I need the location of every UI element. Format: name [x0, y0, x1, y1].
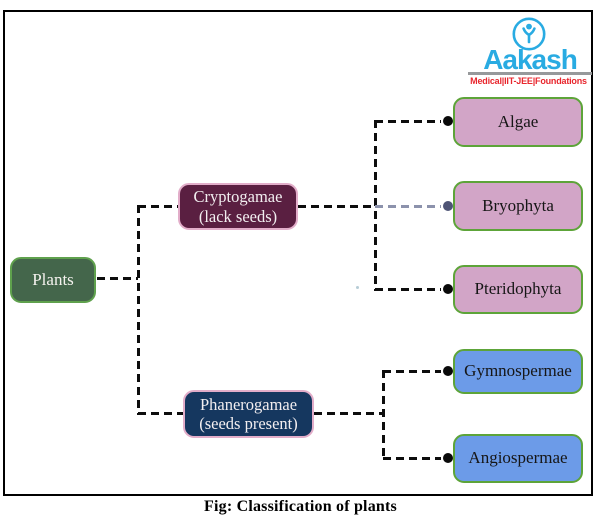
node-plants: Plants: [10, 257, 96, 303]
logo-tagline: Medical|IIT-JEE|Foundations: [470, 76, 587, 86]
connector-to-angiospermae: [383, 457, 441, 460]
node-gymnospermae-label: Gymnospermae: [464, 361, 572, 381]
aakash-person-in-circle-icon: [512, 17, 546, 51]
aakash-logo-wordmark: Aakash: [483, 44, 578, 75]
node-angiospermae: Angiospermae: [453, 434, 583, 483]
bullet-algae: [443, 116, 453, 126]
connector-to-cryptogamae: [138, 205, 178, 208]
node-phanerogamae-sublabel: (seeds present): [199, 414, 298, 433]
node-algae: Algae: [453, 97, 583, 147]
connector-to-bryophyta: [375, 205, 441, 208]
node-phanerogamae: Phanerogamae (seeds present): [183, 390, 314, 438]
logo-underline: [468, 72, 592, 75]
connector-plants-out: [97, 277, 138, 280]
connector-to-phanerogamae: [138, 412, 183, 415]
node-bryophyta: Bryophyta: [453, 181, 583, 231]
stray-mark: [356, 286, 359, 289]
bullet-angiospermae: [443, 453, 453, 463]
connector-cryptogamae-out: [298, 205, 375, 208]
connector-trunk-phanerogamae: [382, 370, 385, 460]
connector-to-gymnospermae: [383, 370, 441, 373]
node-phanerogamae-label: Phanerogamae: [199, 394, 298, 414]
bullet-bryophyta: [443, 201, 453, 211]
node-gymnospermae: Gymnospermae: [453, 349, 583, 394]
figure-caption: Fig: Classification of plants: [204, 498, 397, 515]
node-pteridophyta-label: Pteridophyta: [474, 279, 562, 299]
node-angiospermae-label: Angiospermae: [468, 448, 568, 468]
connector-phanerogamae-out: [314, 412, 383, 415]
node-cryptogamae-sublabel: (lack seeds): [198, 206, 278, 226]
node-plants-label: Plants: [32, 269, 74, 289]
connector-to-algae: [375, 120, 441, 123]
node-bryophyta-label: Bryophyta: [482, 195, 554, 215]
bullet-gymnospermae: [443, 366, 453, 376]
node-algae-label: Algae: [497, 111, 539, 131]
connector-to-pteridophyta: [375, 288, 441, 291]
node-pteridophyta: Pteridophyta: [453, 265, 583, 314]
node-cryptogamae-label: Cryptogamae: [193, 187, 283, 207]
connector-trunk-level1: [137, 205, 140, 415]
node-cryptogamae: Cryptogamae (lack seeds): [178, 183, 298, 230]
bullet-pteridophyta: [443, 284, 453, 294]
